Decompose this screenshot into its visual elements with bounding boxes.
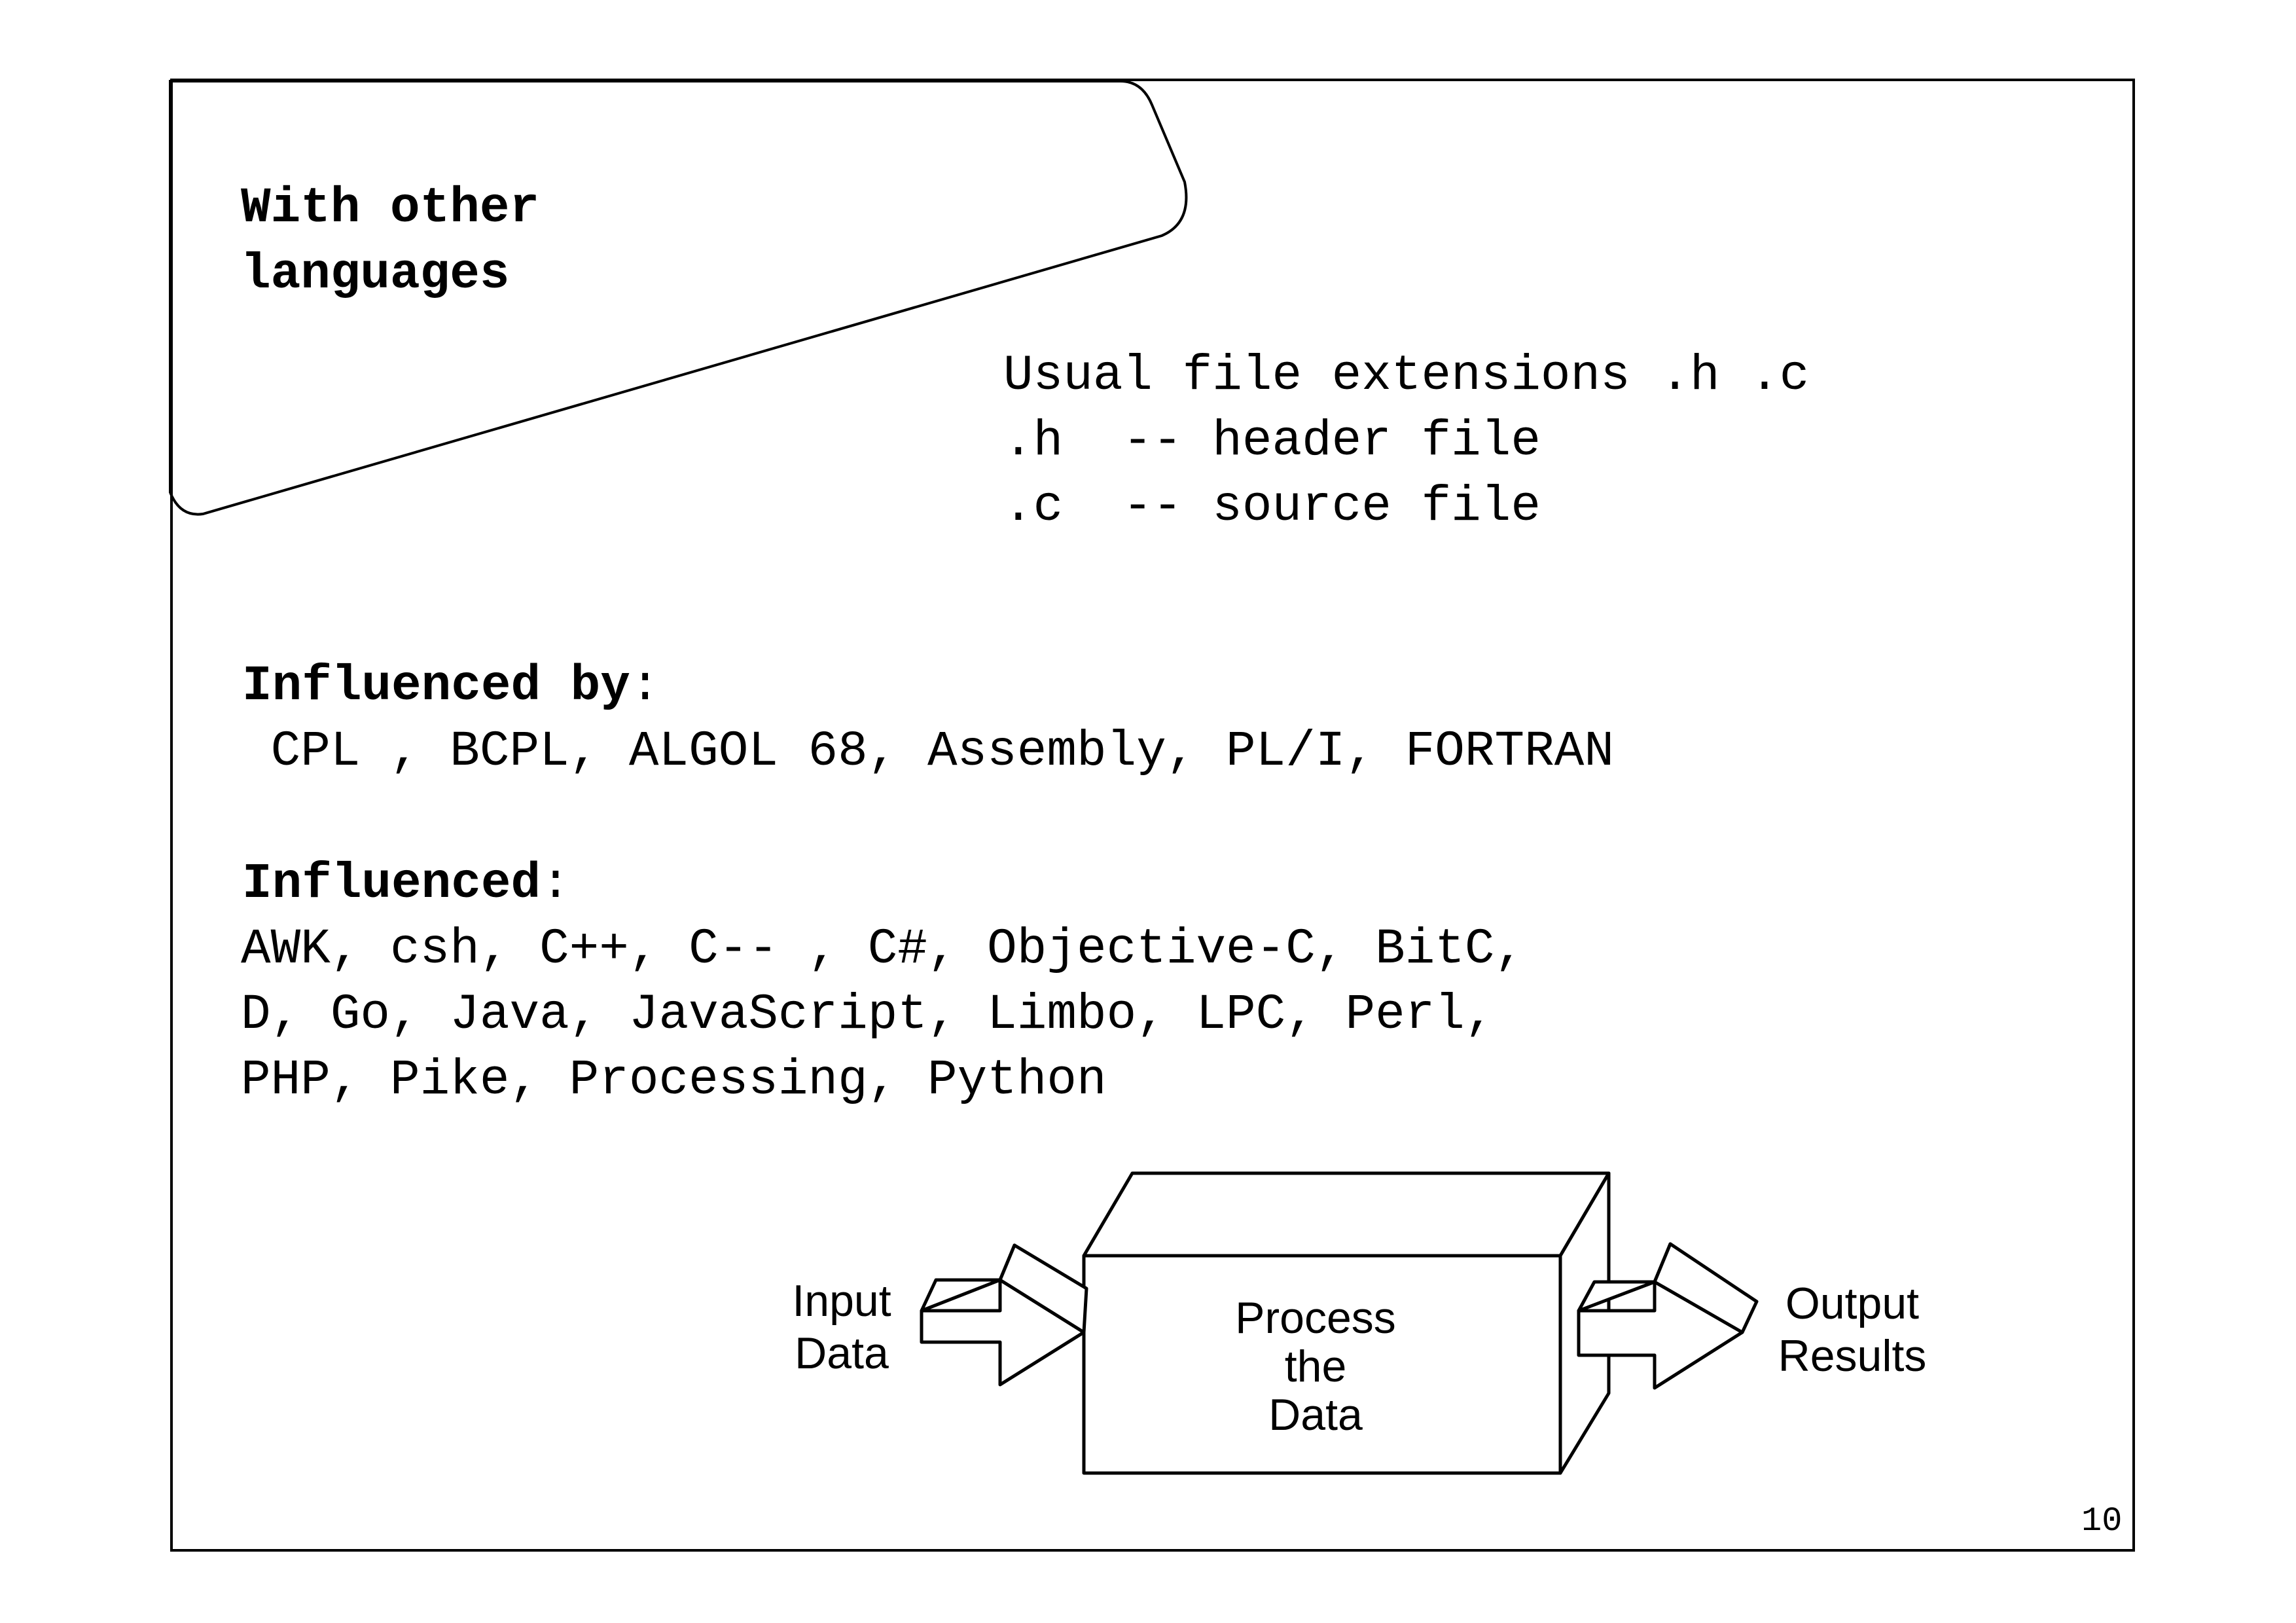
process-label-line1: Process <box>1235 1293 1396 1343</box>
influenced-by-heading-text: Influenced by <box>242 658 630 714</box>
extensions-line1: Usual file extensions .h .c <box>1003 348 1810 404</box>
influenced-colon: : <box>541 856 571 912</box>
input-label-line1: Input <box>792 1276 891 1326</box>
page-number: 10 <box>2081 1502 2123 1541</box>
influenced-heading-text: Influenced <box>242 856 541 912</box>
influenced-list-line3: PHP, Pike, Processing, Python <box>241 1052 1107 1108</box>
influenced-by-colon: : <box>630 658 660 714</box>
input-arrow-icon <box>920 1243 1088 1387</box>
slide-title-line1: With other <box>241 180 540 236</box>
influenced-heading: Influenced: <box>242 859 571 909</box>
process-label-line2: the <box>1285 1341 1347 1391</box>
influenced-by-heading: Influenced by: <box>242 661 660 711</box>
extensions-line3: .c -- source file <box>1003 479 1541 535</box>
slide-title: With other languages <box>241 175 539 308</box>
output-label-line1: Output <box>1785 1279 1919 1328</box>
process-label-line3: Data <box>1268 1390 1363 1440</box>
input-label-line2: Data <box>795 1328 889 1378</box>
slide-title-line2: languages <box>241 246 510 302</box>
influenced-by-list: CPL , BCPL, ALGOL 68, Assembly, PL/I, FO… <box>241 723 1614 780</box>
output-label-line2: Results <box>1778 1331 1927 1381</box>
influenced-list-line2: D, Go, Java, JavaScript, Limbo, LPC, Per… <box>241 987 1495 1043</box>
output-arrow-icon <box>1577 1242 1759 1390</box>
extensions-line2: .h -- header file <box>1003 413 1541 469</box>
process-box <box>1082 1171 1611 1475</box>
influenced-list-line1: AWK, csh, C++, C-- , C#, Objective-C, Bi… <box>241 921 1525 977</box>
slide-frame <box>170 79 2135 1552</box>
